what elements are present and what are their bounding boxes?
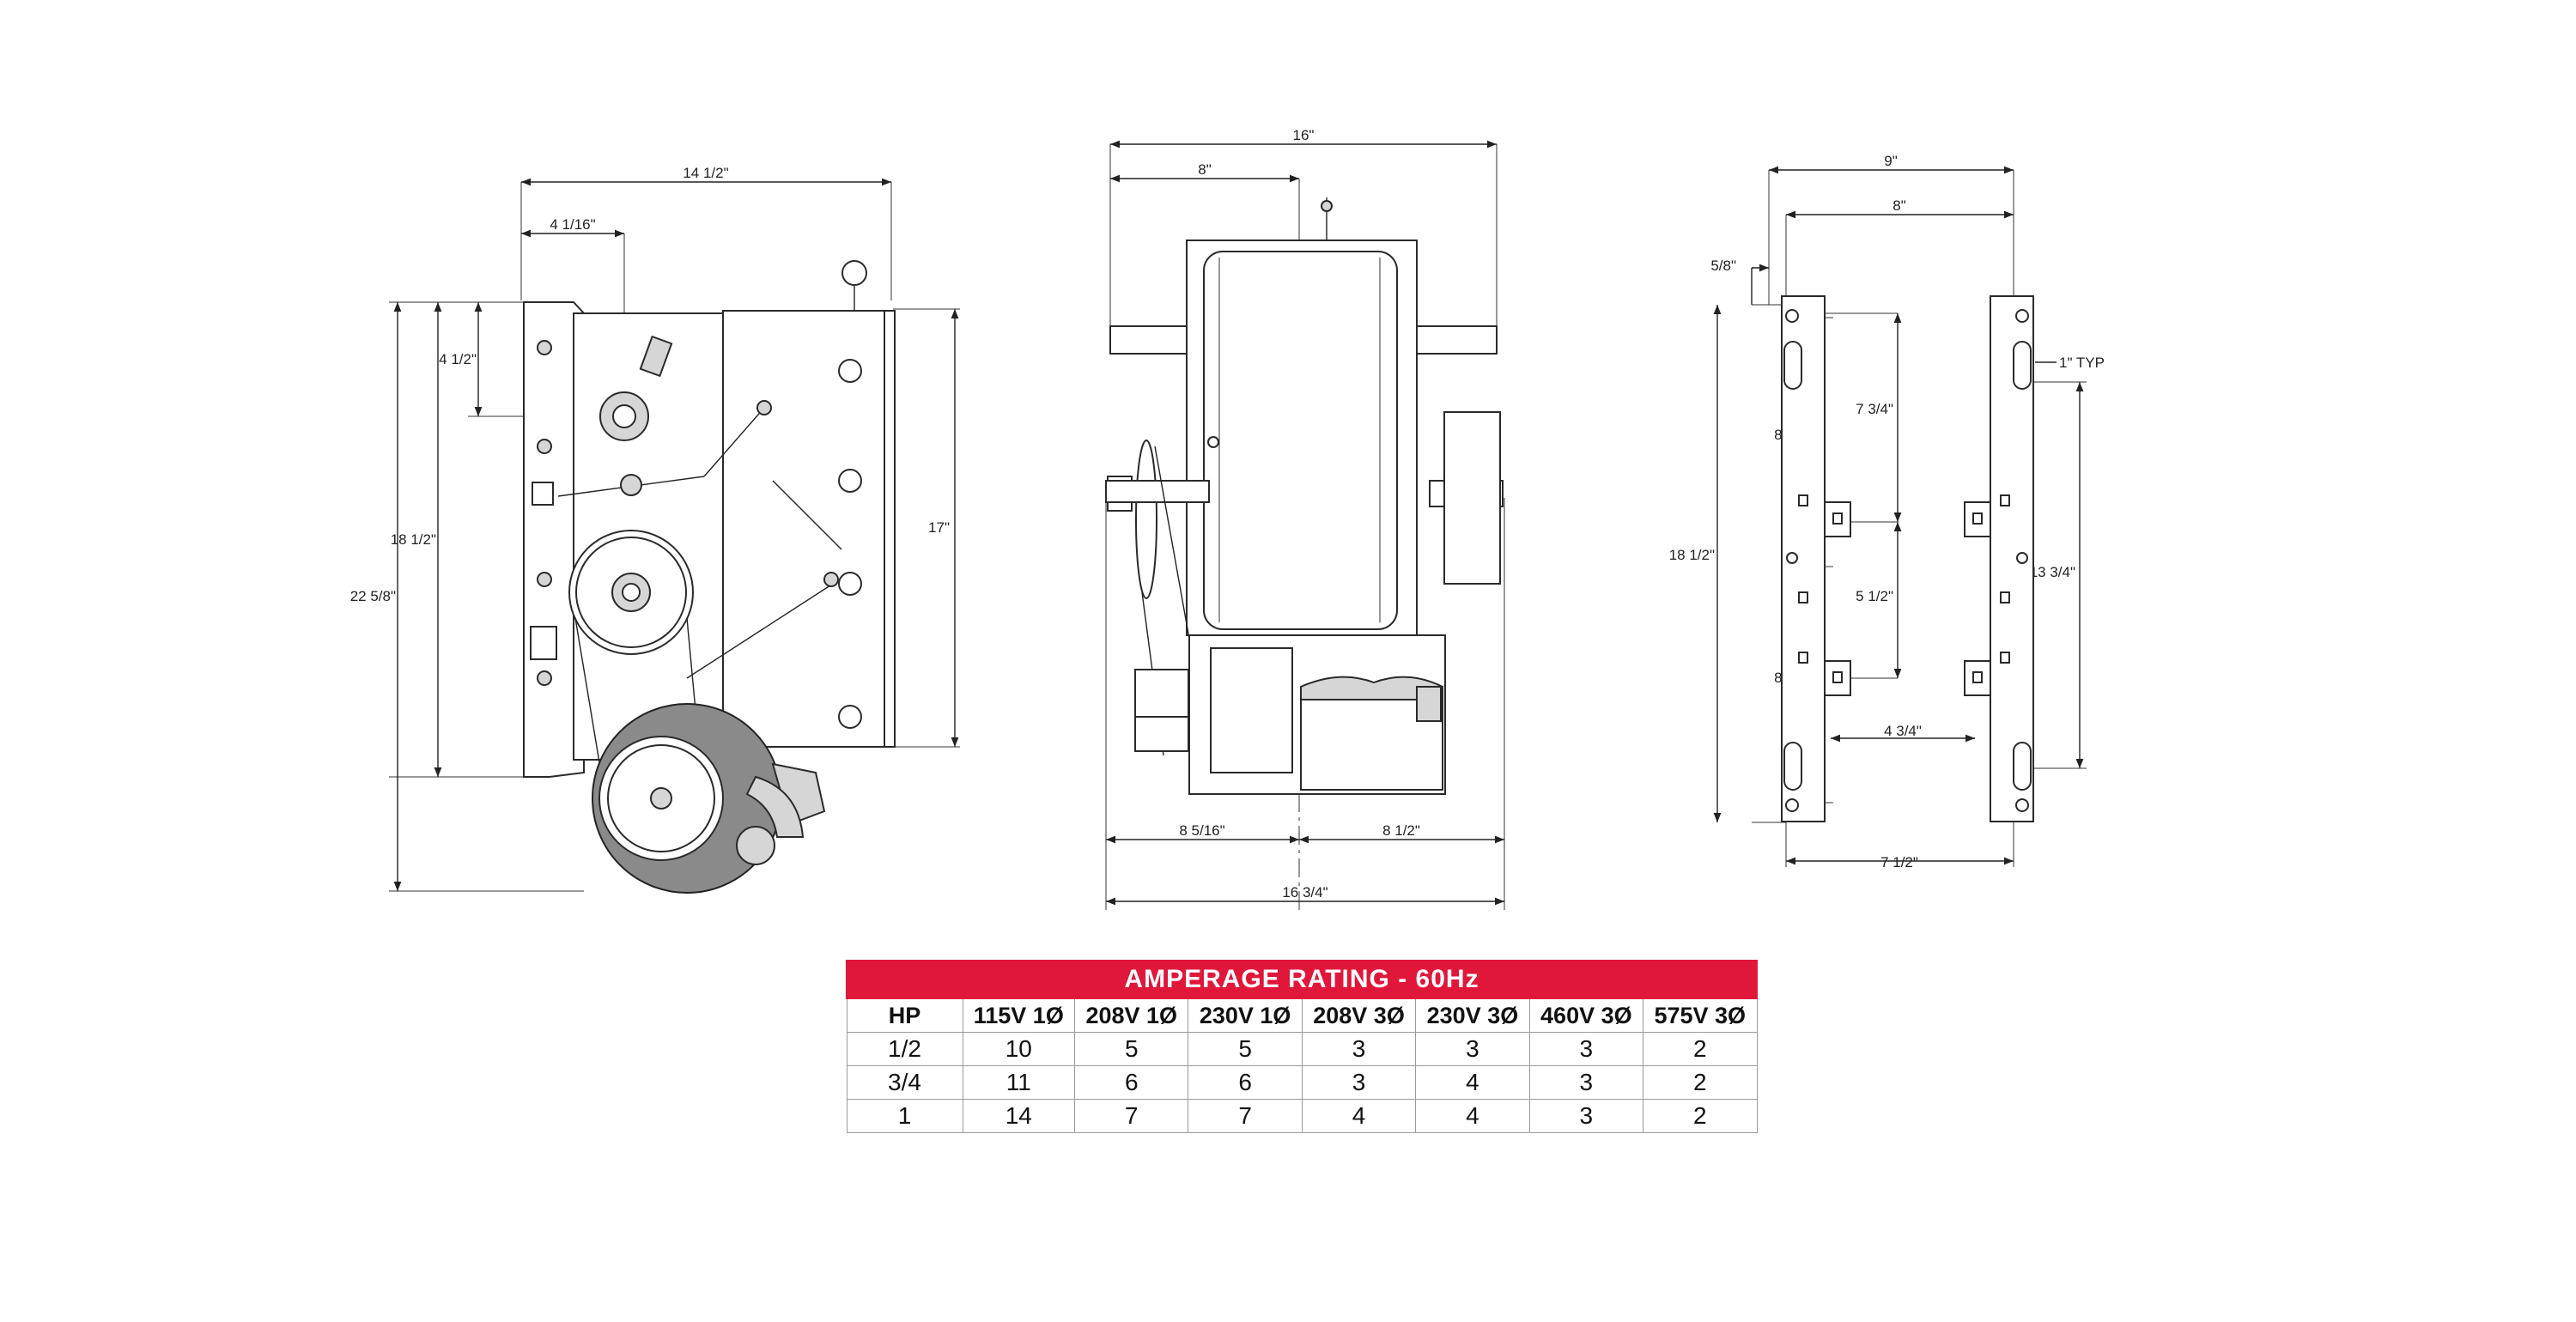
dim-bracket-bottom-width: 7 1/2"	[1880, 854, 1918, 870]
left-pulley	[1135, 440, 1157, 599]
table-row: 1 14 7 7 4 4 3 2	[846, 1099, 1758, 1133]
dim-bracket-right-span: 13 3/4"	[2030, 564, 2075, 580]
table-cell: 4	[1415, 1065, 1530, 1100]
table-cell: 2	[1643, 1032, 1758, 1066]
column-header: 230V 1Ø	[1188, 998, 1303, 1033]
dim-front-left-bottom: 8 5/16"	[1179, 822, 1224, 839]
table-cell: 7	[1188, 1099, 1303, 1133]
dim-front-right-bottom: 8 1/2"	[1382, 822, 1420, 839]
table-cell: 10	[962, 1032, 1076, 1066]
table-cell: 3	[1301, 1032, 1417, 1066]
dim-bracket-middle-span: 5 1/2"	[1856, 588, 1893, 604]
table-cell: 3	[1528, 1099, 1644, 1133]
column-header: 208V 3Ø	[1301, 998, 1417, 1033]
table-cell: 6	[1074, 1065, 1189, 1100]
amperage-rating-table: AMPERAGE RATING - 60Hz HP 115V 1Ø 208V 1…	[846, 960, 1758, 1133]
table-cell: 6	[1188, 1065, 1303, 1100]
dim-bracket-overall-height: 18 1/2"	[1669, 547, 1715, 563]
table-row: 3/4 11 6 6 3 4 3 2	[846, 1065, 1758, 1100]
dim-shaft-height: 4 1/2"	[439, 351, 477, 367]
housing-lip	[884, 310, 896, 748]
table-row: 1/2 10 5 5 3 3 3 2	[846, 1032, 1758, 1066]
table-cell: 4	[1301, 1099, 1417, 1133]
dim-bracket-slot-typ: 1" TYP	[2059, 355, 2105, 371]
dim-mid-height: 18 1/2"	[391, 531, 436, 548]
table-title: AMPERAGE RATING - 60Hz	[846, 960, 1758, 999]
column-header: 575V 3Ø	[1643, 998, 1758, 1033]
table-cell: 3	[1528, 1032, 1644, 1066]
table-cell: 1/2	[846, 1032, 963, 1066]
table-cell: 5	[1188, 1032, 1303, 1066]
table-cell: 3	[1415, 1032, 1530, 1066]
column-header: 460V 3Ø	[1528, 998, 1644, 1033]
table-cell: 1	[846, 1099, 963, 1133]
dim-housing-height: 17"	[928, 519, 950, 536]
column-header: 230V 3Ø	[1415, 998, 1530, 1033]
front-view: 16" 8" 8 5/16" 8 1/2" 16 3/4"	[1105, 127, 1505, 910]
control-housing	[722, 310, 887, 748]
column-header: HP	[846, 998, 963, 1033]
dim-front-half-width: 8"	[1198, 161, 1212, 178]
dim-shaft-offset: 4 1/16"	[550, 216, 595, 233]
table-cell: 3/4	[846, 1065, 963, 1100]
dim-width-top: 14 1/2"	[683, 165, 728, 181]
table-cell: 3	[1301, 1065, 1417, 1100]
bracket-view: 9" 8" 5/8" 18 1/2" 8 5/8" 8 5/8" 7 3/4" …	[1669, 153, 2105, 870]
dim-overall-height: 22 5/8"	[350, 588, 396, 604]
table-header-row: HP 115V 1Ø 208V 1Ø 230V 1Ø 208V 3Ø 230V …	[846, 998, 1758, 1033]
table-cell: 11	[962, 1065, 1076, 1100]
eye-bolt	[841, 260, 867, 286]
table-cell: 3	[1528, 1065, 1644, 1100]
table-cell: 14	[962, 1099, 1076, 1133]
table-cell: 4	[1415, 1099, 1530, 1133]
dim-bracket-top-offset: 5/8"	[1710, 258, 1736, 274]
column-header: 115V 1Ø	[962, 998, 1076, 1033]
table-cell: 2	[1643, 1099, 1758, 1133]
dim-bracket-upper-span: 7 3/4"	[1856, 401, 1893, 417]
dim-bracket-inner-width: 8"	[1893, 197, 1906, 214]
side-view: 14 1/2" 4 1/16" 4 1/2" 18 1/2" 22 5/8" 1…	[350, 165, 960, 894]
dim-bracket-foot-spacing: 4 3/4"	[1884, 723, 1922, 739]
drum-cover	[1203, 251, 1398, 630]
dim-bracket-outer-width: 9"	[1884, 153, 1898, 169]
dim-front-top-width: 16"	[1293, 127, 1315, 143]
table-cell: 5	[1074, 1032, 1189, 1066]
table-cell: 7	[1074, 1099, 1189, 1133]
dim-front-overall-bottom: 16 3/4"	[1282, 884, 1327, 901]
column-header: 208V 1Ø	[1074, 998, 1189, 1033]
table-cell: 2	[1643, 1065, 1758, 1100]
